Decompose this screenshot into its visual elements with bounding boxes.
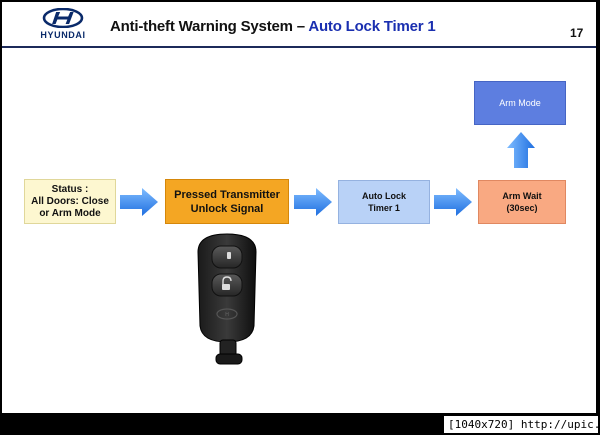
auto-lock-timer-box: Auto Lock Timer 1 [338,180,430,224]
arm-wait-line-1: Arm Wait [502,191,542,201]
status-line-3: or Arm Mode [39,207,101,219]
key-fob-image: H [197,233,257,365]
arm-mode-label: Arm Mode [499,98,541,108]
title-main: Anti-theft Warning System – [110,18,309,35]
title-subtitle: Auto Lock Timer 1 [308,18,436,35]
slide-header: HYUNDAI Anti-theft Warning System – Auto… [2,2,596,46]
header-divider [2,46,596,48]
right-arrow-icon [294,188,332,216]
status-line-1: Status : [51,183,89,195]
arm-wait-line-2: (30sec) [506,203,538,213]
image-source-caption: [1040x720] http://upic.me/ [444,416,600,433]
up-arrow-icon [507,132,535,168]
arm-mode-box: Arm Mode [474,81,566,125]
arm-wait-box: Arm Wait (30sec) [478,180,566,224]
svg-text:H: H [225,312,229,318]
right-arrow-icon [120,188,158,216]
slide-title: Anti-theft Warning System – Auto Lock Ti… [110,18,436,35]
right-arrow-icon [434,188,472,216]
pressed-line-2: Unlock Signal [190,202,264,215]
status-box: Status : All Doors: Close or Arm Mode [24,179,116,224]
slide: HYUNDAI Anti-theft Warning System – Auto… [2,2,596,413]
logo-text: HYUNDAI [40,30,86,40]
auto-lock-line-2: Timer 1 [368,203,400,213]
hyundai-logo-icon [42,8,84,28]
hyundai-logo: HYUNDAI [18,8,108,42]
status-line-2: All Doors: Close [31,195,109,207]
pressed-transmitter-box: Pressed Transmitter Unlock Signal [165,179,289,224]
pressed-line-1: Pressed Transmitter [174,188,280,201]
page-number: 17 [570,26,584,40]
auto-lock-line-1: Auto Lock [362,191,406,201]
